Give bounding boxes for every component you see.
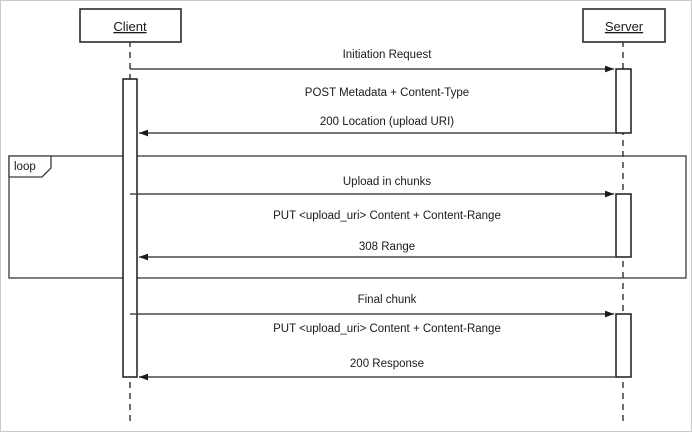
message-label-upload-in-chunks: Upload in chunks	[343, 176, 431, 188]
loop-fragment[interactable]: loop	[8, 155, 687, 279]
loop-fragment-frame	[8, 155, 687, 279]
participant-box-server[interactable]	[582, 8, 666, 43]
message-label-200-location: 200 Location (upload URI)	[320, 116, 454, 128]
message-label-initiation-request: Initiation Request	[343, 49, 433, 61]
client-activation-bar	[122, 78, 138, 378]
message-label-final-chunk: Final chunk	[358, 294, 417, 306]
activation-bars	[122, 68, 632, 378]
participant-box-client[interactable]	[79, 8, 182, 43]
message-post-metadata[interactable]: POST Metadata + Content-Type	[305, 87, 469, 99]
message-initiation-request[interactable]: Initiation Request	[130, 49, 614, 73]
message-label-308-range: 308 Range	[359, 241, 415, 253]
loop-fragment-label: loop	[14, 161, 36, 173]
message-put-final-chunk[interactable]: PUT <upload_uri> Content + Content-Range	[273, 323, 501, 335]
loop-fragment-tab	[8, 155, 52, 178]
message-label-put-chunk: PUT <upload_uri> Content + Content-Range	[273, 210, 501, 222]
message-308-range[interactable]: 308 Range	[139, 241, 616, 261]
participant-client[interactable]: Client	[79, 8, 182, 43]
server-activation-bar-1	[615, 68, 632, 134]
message-upload-in-chunks[interactable]: Upload in chunks	[130, 176, 614, 198]
participant-server[interactable]: Server	[582, 8, 666, 43]
server-activation-bar-3	[615, 313, 632, 378]
participant-label-client: Client	[113, 19, 147, 34]
participant-label-server: Server	[605, 19, 644, 34]
message-200-response[interactable]: 200 Response	[139, 358, 616, 381]
message-put-chunk[interactable]: PUT <upload_uri> Content + Content-Range	[273, 210, 501, 222]
message-label-post-metadata: POST Metadata + Content-Type	[305, 87, 469, 99]
message-label-200-response: 200 Response	[350, 358, 424, 370]
message-label-put-final-chunk: PUT <upload_uri> Content + Content-Range	[273, 323, 501, 335]
server-activation-bar-2	[615, 193, 632, 258]
message-final-chunk[interactable]: Final chunk	[130, 294, 614, 318]
message-200-location[interactable]: 200 Location (upload URI)	[139, 116, 616, 137]
